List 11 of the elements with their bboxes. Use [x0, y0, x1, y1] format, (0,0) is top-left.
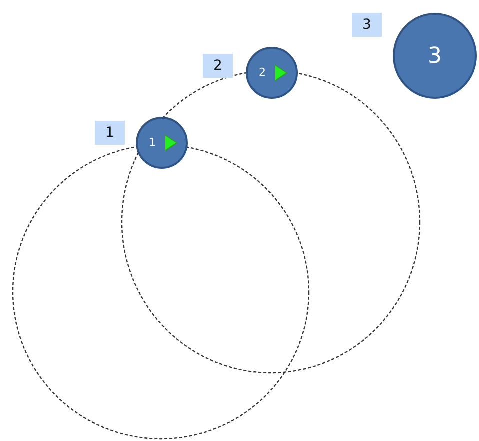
node-label: 2	[259, 66, 266, 79]
node-label: 2	[214, 58, 222, 74]
node-label: 3	[362, 17, 372, 33]
callout-number-tag	[203, 54, 233, 78]
animated-object-circle	[246, 47, 298, 99]
callout-number-tag	[95, 121, 125, 145]
node-label: 1	[106, 125, 114, 141]
node-label: 3	[428, 44, 442, 68]
node-label: 1	[149, 136, 156, 149]
callout-number-tag	[352, 13, 382, 37]
animated-object-circle	[136, 117, 188, 169]
